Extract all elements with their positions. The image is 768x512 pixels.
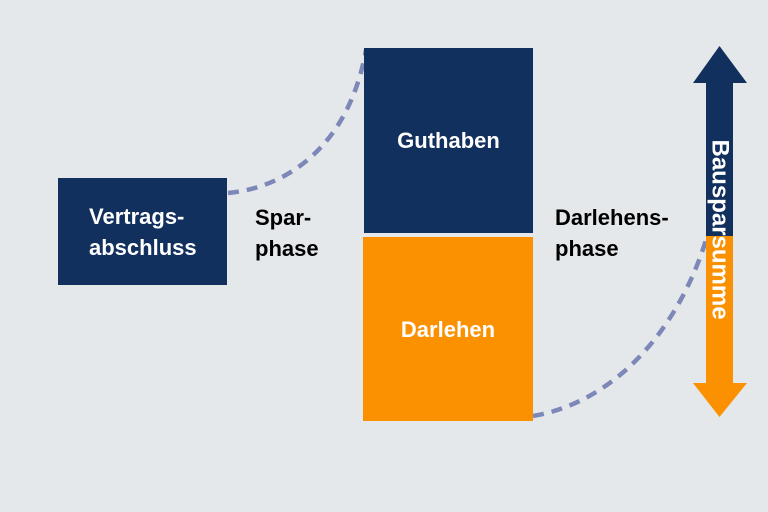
dashed-curve-loan-phase: [532, 239, 709, 419]
saving-phase-label: Spar- phase: [255, 202, 319, 264]
bauspar-sum-arrow-down: [693, 236, 747, 417]
saving-phase-line2: phase: [255, 236, 319, 261]
loan-phase-label: Darlehens- phase: [555, 202, 669, 264]
saving-phase-line1: Spar-: [255, 205, 312, 230]
loan-phase-line2: phase: [555, 236, 619, 261]
credit-box-label: Guthaben: [397, 128, 500, 153]
bauspar-sum-arrow-up: [693, 46, 747, 236]
loan-box-label: Darlehen: [400, 316, 496, 342]
loan-phase-line1: Darlehens-: [555, 205, 669, 230]
contract-conclusion-box: Vertrags- abschluss: [58, 178, 227, 285]
contract-conclusion-line2: abschluss: [89, 234, 197, 260]
loan-box: Darlehen: [363, 237, 533, 421]
dashed-curve-saving-phase: [227, 49, 369, 196]
credit-box: Guthaben: [364, 48, 533, 233]
contract-conclusion-line1: Vertrags-: [89, 203, 185, 229]
bauspar-sum-label: Bausparsumme: [706, 139, 734, 320]
